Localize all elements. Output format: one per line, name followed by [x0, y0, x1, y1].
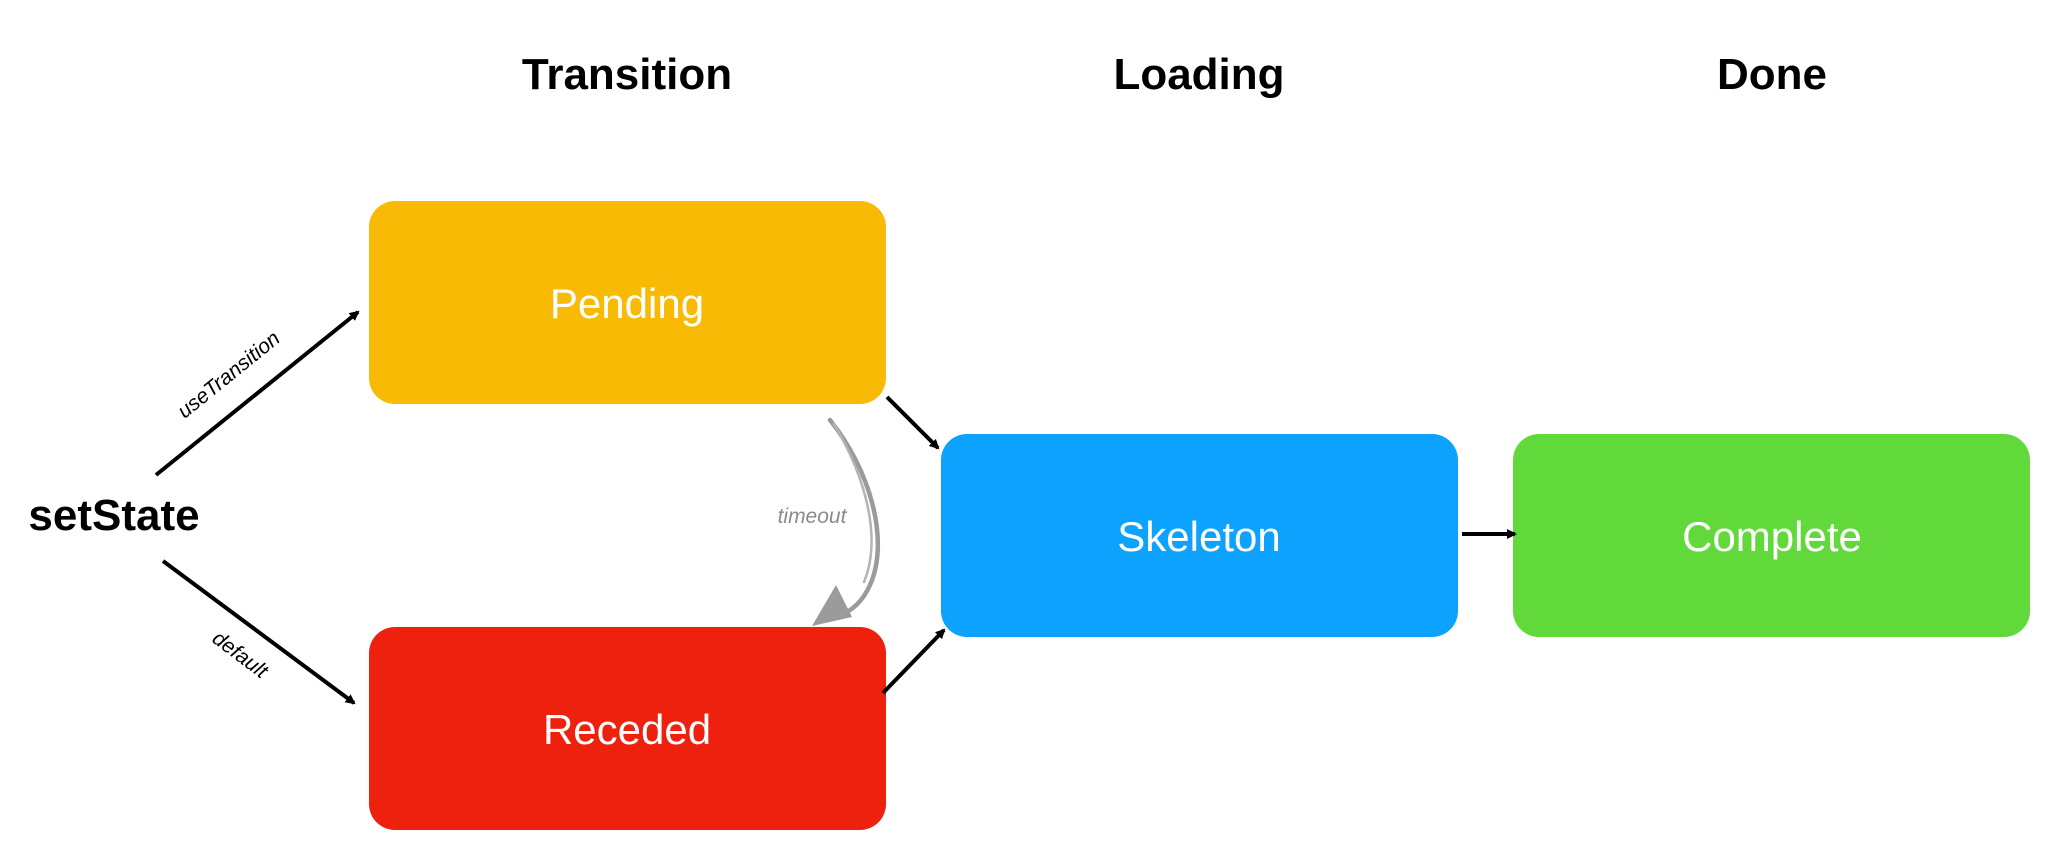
- node-pending-box: [369, 201, 886, 404]
- node-skeleton: Skeleton: [941, 434, 1458, 637]
- node-complete: Complete: [1513, 434, 2030, 637]
- node-complete-box: [1513, 434, 2030, 637]
- node-pending-label: Pending: [550, 280, 704, 327]
- node-receded-box: [369, 627, 886, 830]
- edge-label-timeout: timeout: [778, 505, 848, 528]
- node-complete-label: Complete: [1682, 513, 1862, 560]
- arrow-setstate-to-pending: [154, 310, 360, 477]
- timeout-curve-stroke-2: [832, 422, 873, 584]
- column-title-loading: Loading: [1113, 50, 1284, 99]
- arrow-pending-to-receded-timeout: [812, 417, 881, 626]
- start-label-setstate: setState: [28, 491, 199, 540]
- column-title-done: Done: [1717, 50, 1827, 99]
- timeout-arrowhead: [812, 585, 852, 626]
- node-receded: Receded: [369, 627, 886, 830]
- edge-label-use-transition: useTransition: [173, 327, 284, 423]
- node-pending: Pending: [369, 201, 886, 404]
- node-skeleton-label: Skeleton: [1117, 513, 1280, 560]
- arrow-setstate-to-receded: [161, 559, 356, 705]
- node-receded-label: Receded: [543, 706, 711, 753]
- timeout-curve: [827, 417, 881, 619]
- arrow-pending-to-skeleton: [885, 395, 940, 450]
- column-title-transition: Transition: [522, 50, 732, 99]
- node-skeleton-box: [941, 434, 1458, 637]
- arrow-receded-to-skeleton: [881, 628, 946, 695]
